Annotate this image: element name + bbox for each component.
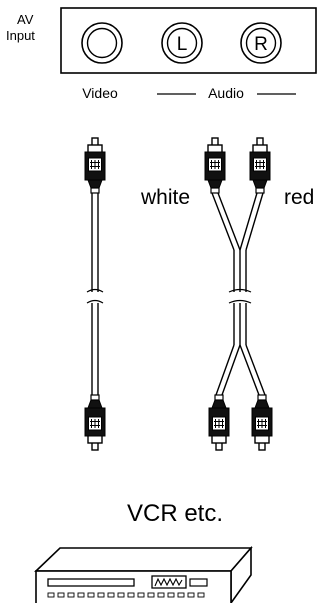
av-input-panel: AV Input L R Video Audio xyxy=(6,7,317,101)
device-label: VCR etc. xyxy=(127,500,223,527)
panel-frame xyxy=(60,7,317,74)
video-cable xyxy=(84,137,106,451)
video-jack[interactable] xyxy=(81,22,123,64)
audio-cable xyxy=(204,137,273,451)
av-input-label-line2: Input xyxy=(6,28,35,43)
red-plug-label: red xyxy=(284,186,314,209)
jack-right-letter: R xyxy=(254,34,268,55)
video-label: Video xyxy=(82,85,118,101)
white-plug-label: white xyxy=(140,186,190,209)
vcr-device-icon xyxy=(34,545,253,603)
audio-left-jack[interactable]: L xyxy=(161,22,203,64)
jack-left-letter: L xyxy=(177,34,188,55)
audio-right-jack[interactable]: R xyxy=(240,22,282,64)
av-input-label-line1: AV xyxy=(17,12,34,27)
audio-label: Audio xyxy=(208,85,244,101)
